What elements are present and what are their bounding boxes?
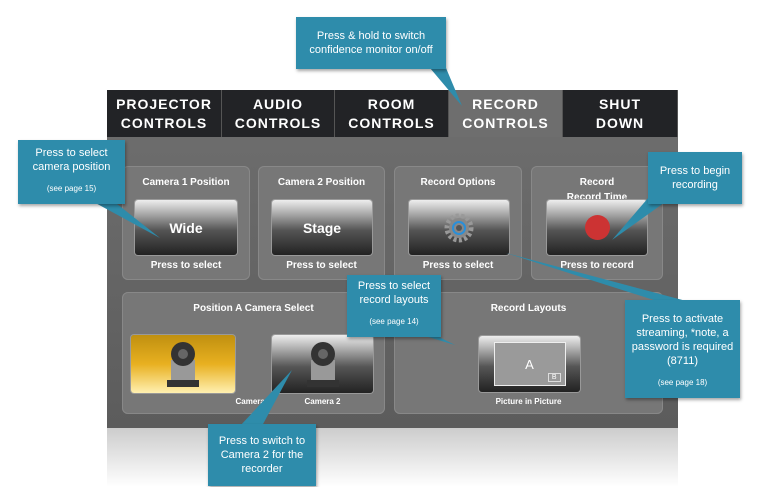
record-time: Record Time — [566, 192, 628, 203]
card-title: Record Options — [420, 177, 496, 188]
ptz-camera-icon — [167, 342, 199, 387]
tab-shut-down[interactable]: SHUT DOWN — [563, 90, 678, 137]
card-title: Camera 1 Position — [142, 177, 230, 188]
card-hint: Press to select — [150, 260, 222, 271]
callout-begin-recording: Press to begin recording — [648, 152, 742, 204]
callout-text: Press to switch to Camera 2 for the reco… — [218, 435, 306, 475]
tab-label: CONTROLS — [120, 114, 208, 131]
tab-label: CONTROLS — [348, 114, 435, 131]
tab-label: PROJECTOR — [116, 95, 212, 112]
card-title: Camera 2 Position — [277, 177, 366, 188]
callout-camera-position: Press to select camera position (see page… — [18, 140, 125, 204]
camera2-position-card: Camera 2 Position Stage Press to select — [258, 166, 385, 280]
callout-text: Press to select camera position — [32, 147, 111, 173]
callout-record-layouts: Press to select record layouts (see page … — [347, 275, 441, 337]
tab-label: RECORD — [472, 95, 539, 112]
card-hint: Press to record — [560, 260, 634, 271]
pip-a: A — [525, 356, 534, 372]
tab-label: CONTROLS — [462, 114, 549, 131]
card-hint: Press to select — [286, 260, 357, 271]
record-options-card: Record Options Press to select — [394, 166, 522, 280]
pip-b: B — [547, 373, 561, 382]
callout-streaming: Press to activate streaming, *note, a pa… — [625, 300, 740, 398]
callout-text: Press & hold to switch confidence monito… — [309, 30, 433, 56]
record-options-button[interactable] — [409, 200, 509, 255]
tab-label: SHUT — [598, 95, 642, 112]
camera2-button[interactable] — [272, 335, 373, 393]
ptz-camera-icon — [306, 342, 339, 387]
callout-confidence-monitor: Press & hold to switch confidence monito… — [296, 17, 446, 69]
callout-text: Press to select record layouts — [357, 280, 431, 306]
tab-room-controls[interactable]: ROOM CONTROLS — [335, 90, 449, 137]
card-title: Record Layouts — [490, 303, 567, 314]
panel-reflection — [107, 428, 678, 487]
stage-button[interactable]: Stage — [272, 200, 372, 255]
wide-button[interactable]: Wide — [135, 200, 237, 255]
camera2-label: Camera 2 — [304, 397, 341, 406]
camera1-position-card: Camera 1 Position Wide Press to select — [122, 166, 250, 280]
tab-label: CONTROLS — [234, 114, 322, 131]
record-button[interactable] — [547, 200, 647, 255]
tab-label: DOWN — [595, 114, 645, 131]
camera1-button[interactable] — [131, 335, 235, 393]
tab-projector-controls[interactable]: PROJECTOR CONTROLS — [107, 90, 222, 137]
callout-switch-camera2: Press to switch to Camera 2 for the reco… — [208, 424, 316, 486]
tab-audio-controls[interactable]: AUDIO CONTROLS — [222, 90, 335, 137]
card-title: Position A Camera Select — [193, 303, 314, 314]
tab-record-controls[interactable]: RECORD CONTROLS — [449, 90, 563, 137]
gear-icon — [444, 213, 474, 242]
camera-select-card: Position A Camera Select Camera 1 Camera… — [122, 292, 385, 414]
tab-label: ROOM — [367, 95, 416, 112]
callout-ref: (see page 14) — [369, 317, 419, 326]
card-hint: Press to select — [422, 260, 494, 271]
tab-label: AUDIO — [252, 95, 304, 112]
callout-text: Press to activate streaming, *note, a pa… — [631, 313, 734, 367]
callout-ref: (see page 15) — [46, 184, 97, 193]
record-dot-icon — [584, 215, 610, 240]
callout-ref: (see page 18) — [657, 378, 708, 387]
record-title: Record — [579, 177, 615, 188]
pip-label: Picture in Picture — [495, 397, 562, 406]
callout-text: Press to begin recording — [659, 165, 731, 191]
camera1-label: Camera 1 — [235, 397, 272, 406]
